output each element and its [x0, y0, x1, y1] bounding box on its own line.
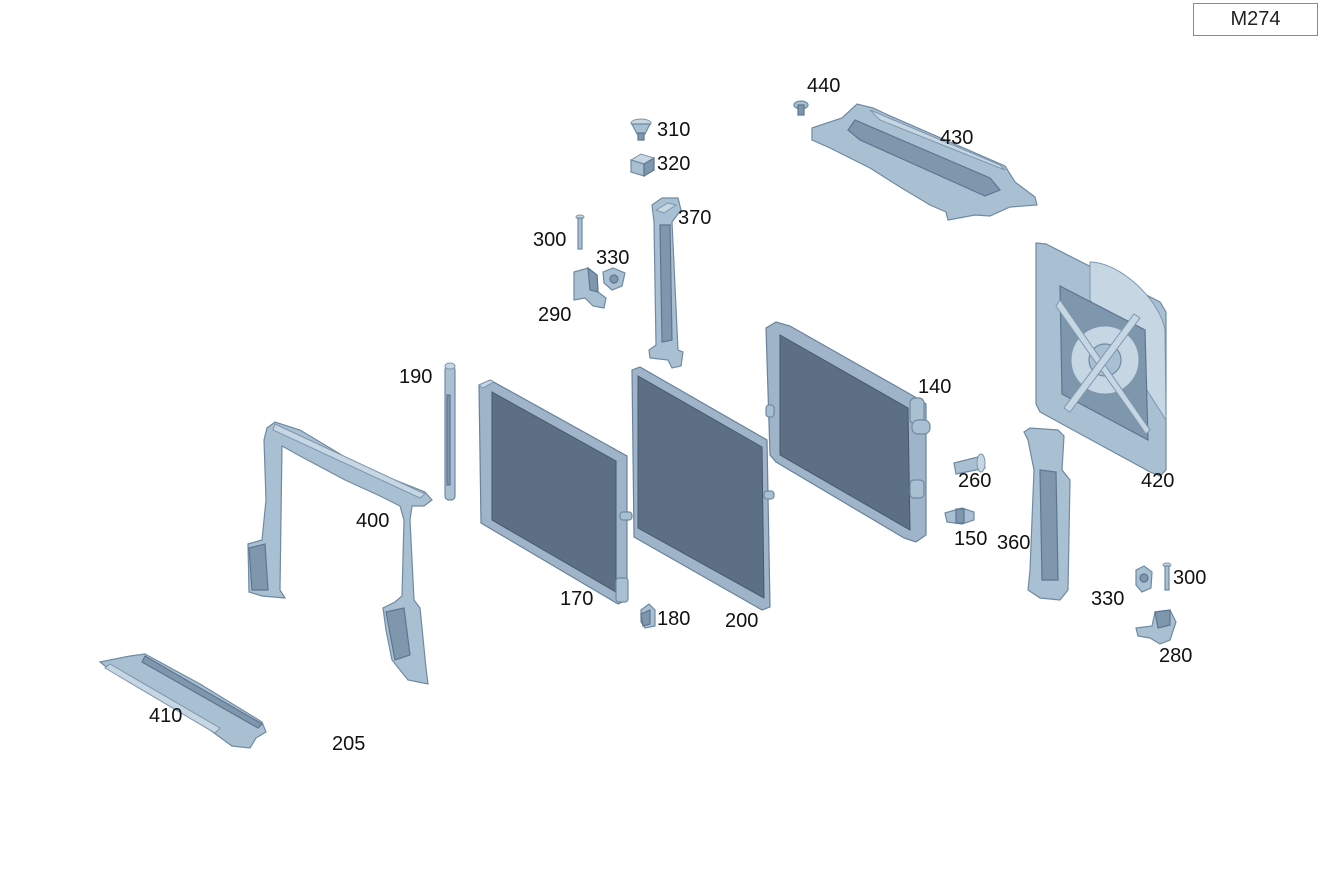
part-300-bolt-upper[interactable] — [575, 214, 585, 250]
part-label-310[interactable]: 310 — [657, 119, 691, 141]
part-label-320[interactable]: 320 — [657, 153, 691, 175]
part-label-300-lower[interactable]: 300 — [1173, 567, 1207, 589]
part-label-440[interactable]: 440 — [807, 75, 841, 97]
engine-code-label: M274 — [1193, 3, 1318, 36]
part-290-bracket[interactable] — [573, 266, 607, 309]
part-360-side-bracket[interactable] — [1023, 427, 1071, 601]
part-320-mount[interactable] — [629, 153, 656, 178]
part-label-330-upper[interactable]: 330 — [596, 247, 630, 269]
part-label-200[interactable]: 200 — [725, 610, 759, 632]
part-label-260[interactable]: 260 — [958, 470, 992, 492]
part-label-370[interactable]: 370 — [678, 207, 712, 229]
part-label-400[interactable]: 400 — [356, 510, 390, 532]
part-370-side-bracket[interactable] — [648, 197, 684, 369]
part-label-205[interactable]: 205 — [332, 733, 366, 755]
part-310-cap[interactable] — [630, 118, 652, 141]
part-420-fan-shroud[interactable] — [1035, 242, 1167, 477]
part-label-140[interactable]: 140 — [918, 376, 952, 398]
part-280-bracket[interactable] — [1135, 609, 1177, 645]
part-400-frame[interactable] — [247, 421, 433, 685]
part-label-170[interactable]: 170 — [560, 588, 594, 610]
part-label-180[interactable]: 180 — [657, 608, 691, 630]
part-300-bolt-lower[interactable] — [1162, 562, 1172, 591]
part-410-lower-cover[interactable] — [98, 653, 267, 749]
part-330-bracket-upper[interactable] — [602, 267, 626, 291]
part-430-air-duct[interactable] — [811, 103, 1038, 221]
part-label-360[interactable]: 360 — [997, 532, 1031, 554]
part-label-190[interactable]: 190 — [399, 366, 433, 388]
part-140-radiator[interactable] — [765, 321, 931, 543]
part-440-clip[interactable] — [793, 100, 809, 116]
part-label-280[interactable]: 280 — [1159, 645, 1193, 667]
part-label-290[interactable]: 290 — [538, 304, 572, 326]
part-260-pipe[interactable] — [953, 453, 986, 475]
part-200-panel[interactable] — [631, 366, 775, 611]
part-190-drier-tube[interactable] — [444, 362, 456, 501]
part-label-330-lower[interactable]: 330 — [1091, 588, 1125, 610]
part-label-420[interactable]: 420 — [1141, 470, 1175, 492]
part-150-sensor[interactable] — [944, 507, 975, 525]
part-label-150[interactable]: 150 — [954, 528, 988, 550]
part-label-300-upper[interactable]: 300 — [533, 229, 567, 251]
part-330-bracket-lower[interactable] — [1135, 565, 1153, 593]
part-170-condenser[interactable] — [478, 379, 633, 605]
part-label-410[interactable]: 410 — [149, 705, 183, 727]
part-label-430[interactable]: 430 — [940, 127, 974, 149]
part-180-connector[interactable] — [640, 603, 656, 629]
